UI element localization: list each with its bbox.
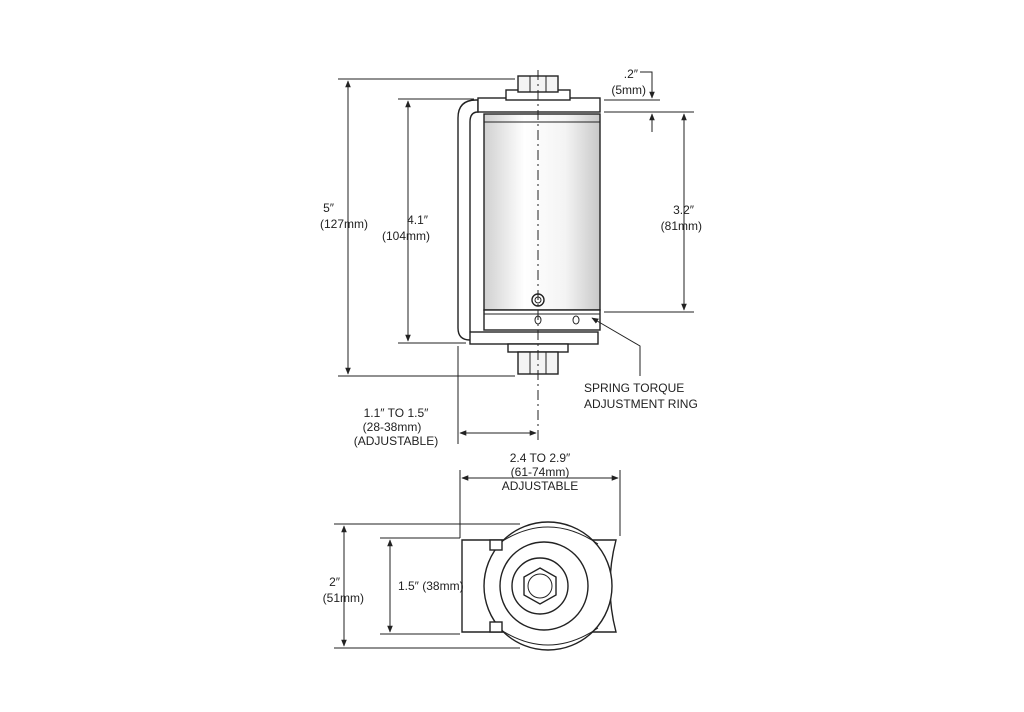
top-down-view: 2.4 TO 2.9″ (61-74mm) ADJUSTABLE 2″ (51m… <box>323 451 621 651</box>
label-overall-height-2: (127mm) <box>320 217 368 231</box>
label-offset-3: (ADJUSTABLE) <box>354 434 438 448</box>
label-outer-height-1: 2″ <box>329 575 341 589</box>
adjustment-ring <box>483 309 601 331</box>
label-cylinder-height-2: (81mm) <box>661 219 702 233</box>
dim-cap-gap-leader <box>640 71 655 99</box>
label-overall-height-1: 5″ <box>323 201 335 215</box>
callout-leader <box>591 317 641 376</box>
spring-cylinder <box>483 113 601 311</box>
label-inner-height: 1.5″ (38mm) <box>398 579 464 593</box>
label-offset-2: (28-38mm) <box>363 420 422 434</box>
label-cylinder-height-1: 3.2″ <box>673 203 695 217</box>
label-width-1: 2.4 TO 2.9″ <box>510 451 571 465</box>
label-cap-gap-1: .2″ <box>624 67 639 81</box>
label-bracket-height-2: (104mm) <box>382 229 430 243</box>
label-width-2: (61-74mm) <box>511 465 570 479</box>
label-callout-1: SPRING TORQUE <box>584 381 684 395</box>
side-view: 5″ (127mm) 4.1″ (104mm) .2″ (5mm) 3.2″ (… <box>320 67 702 448</box>
label-callout-2: ADJUSTMENT RING <box>584 397 698 411</box>
label-cap-gap-2: (5mm) <box>611 83 646 97</box>
label-outer-height-2: (51mm) <box>323 591 364 605</box>
label-bracket-height-1: 4.1″ <box>407 213 429 227</box>
label-width-3: ADJUSTABLE <box>502 479 578 493</box>
label-offset-1: 1.1″ TO 1.5″ <box>364 406 430 420</box>
bottom-plate <box>469 331 599 345</box>
bracket <box>457 99 481 341</box>
